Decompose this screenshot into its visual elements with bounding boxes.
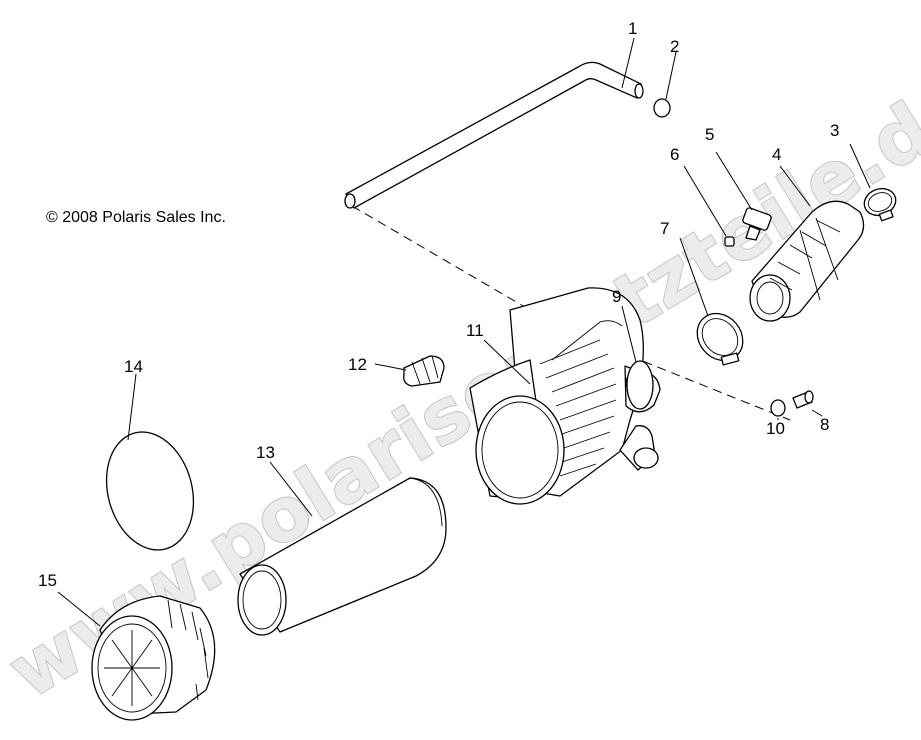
callout-3: 3 (830, 121, 839, 140)
callout-7: 7 (660, 219, 669, 238)
copyright-text: © 2008 Polaris Sales Inc. (46, 209, 226, 226)
part-11-air-box (469, 287, 661, 505)
callout-6: 6 (670, 145, 679, 164)
callout-8: 8 (820, 415, 829, 434)
part-13-filter (237, 477, 447, 636)
callout-9: 9 (612, 287, 621, 306)
part-15-cover (91, 595, 216, 721)
callout-10: 10 (766, 419, 785, 438)
callouts: 1 2 3 4 5 6 7 8 9 10 11 12 13 14 15 (38, 19, 839, 590)
callout-14: 14 (124, 357, 143, 376)
callout-15: 15 (38, 571, 57, 590)
part-12-connector (403, 355, 445, 387)
callout-13: 13 (256, 443, 275, 462)
callout-5: 5 (705, 125, 714, 144)
part-10-cap (770, 399, 786, 417)
part-7-clamp (696, 312, 744, 366)
part-3-clamp (863, 187, 897, 222)
part-9-clamp (626, 360, 654, 410)
part-1-breather-hose (344, 61, 644, 209)
part-14-prefilter (105, 431, 195, 551)
vent-hose-path (351, 205, 791, 421)
callout-4: 4 (772, 145, 781, 164)
part-2-plug (653, 98, 671, 118)
part-6-screw (724, 236, 735, 247)
part-5-sensor (742, 207, 772, 241)
callout-11: 11 (466, 321, 484, 340)
part-4-intake-duct (749, 200, 865, 322)
part-8-fitting (792, 390, 814, 409)
callout-2: 2 (670, 37, 679, 56)
leader-lines (57, 37, 871, 627)
callout-1: 1 (628, 19, 637, 38)
callout-12: 12 (348, 355, 367, 374)
